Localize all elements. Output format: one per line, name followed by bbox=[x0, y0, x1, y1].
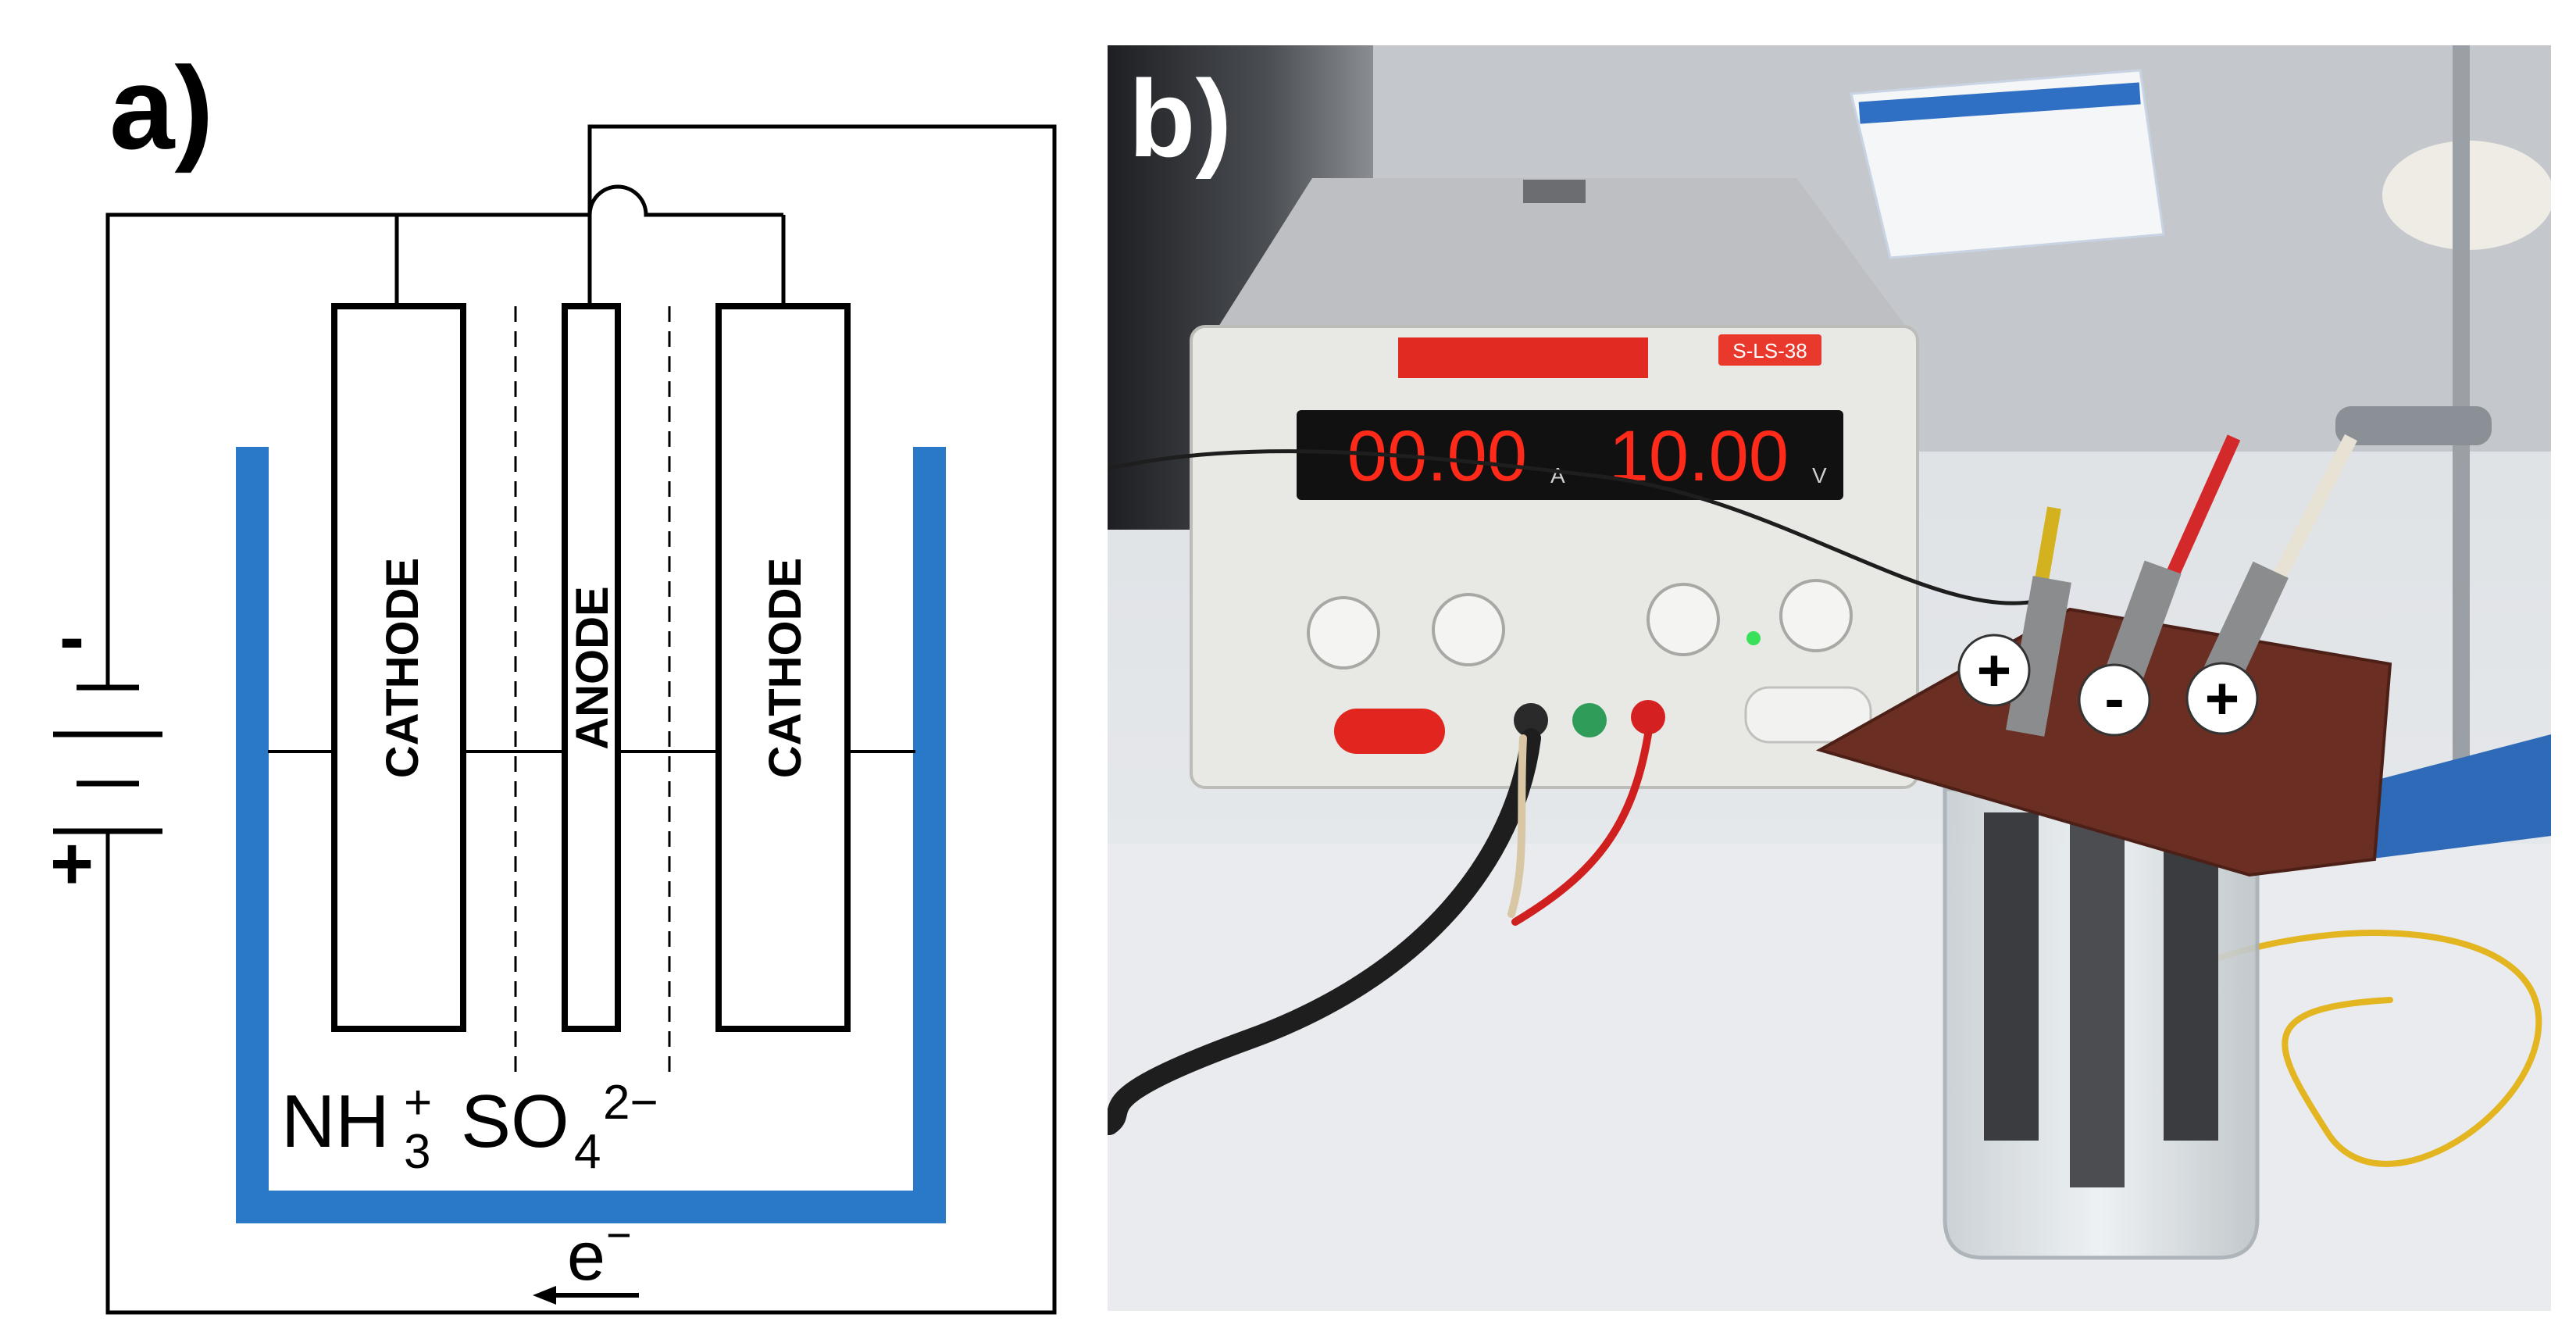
battery-positive-sign: + bbox=[50, 822, 94, 905]
nh-text: NH bbox=[281, 1080, 390, 1163]
background-cable bbox=[1108, 449, 2064, 605]
electrolyte-formula: NH 3 + SO 4 2− bbox=[281, 1076, 658, 1179]
supply-top-label bbox=[1523, 180, 1586, 203]
model-badge bbox=[1718, 334, 1821, 366]
supply-knobs bbox=[1307, 579, 1853, 670]
terminal-green bbox=[1572, 703, 1607, 737]
anode bbox=[562, 303, 621, 1032]
voltage-coarse-knob bbox=[1647, 583, 1720, 656]
so-subscript: 4 bbox=[574, 1125, 601, 1179]
nh-subscript: 3 bbox=[404, 1125, 430, 1179]
sign-marker-middle bbox=[2078, 663, 2151, 737]
anode-loop-wire bbox=[105, 124, 1057, 1315]
so-superscript: 2− bbox=[603, 1076, 658, 1130]
electrode-sign-markers: + - + bbox=[1957, 634, 2259, 737]
red-lead bbox=[1511, 730, 1652, 926]
so-text: SO bbox=[461, 1080, 569, 1163]
electron-charge: − bbox=[606, 1210, 632, 1259]
electrode-plate-middle bbox=[2070, 797, 2125, 1187]
electrode-plate-right bbox=[2164, 812, 2218, 1141]
electron-symbol: e bbox=[567, 1217, 605, 1294]
electron-flow: e − bbox=[533, 1210, 639, 1305]
voltage-fine-knob bbox=[1779, 579, 1853, 652]
tan-lead bbox=[1507, 734, 1527, 918]
electrode-label-cathode-left: CATHODE bbox=[377, 558, 428, 778]
supply-top bbox=[1218, 178, 1906, 327]
current-fine-knob bbox=[1432, 593, 1505, 666]
sign-marker-middle-text: - bbox=[2104, 666, 2124, 732]
sign-marker-right bbox=[2185, 662, 2259, 735]
supply-red-label bbox=[1398, 337, 1648, 378]
stand-rod bbox=[2453, 45, 2470, 764]
battery-negative-sign: - bbox=[59, 595, 84, 679]
model-badge-text: S-LS-38 bbox=[1732, 339, 1807, 362]
stand-clamp bbox=[2335, 406, 2492, 445]
bench-front bbox=[1108, 844, 2551, 1311]
panel-b-label: b) bbox=[1129, 57, 1232, 180]
sign-marker-right-text: + bbox=[2205, 666, 2239, 732]
schematic-panel: a) - + bbox=[50, 42, 1057, 1315]
voltage-readout: 10.00 bbox=[1609, 416, 1789, 496]
current-coarse-knob bbox=[1307, 596, 1380, 670]
current-readout: 00.00 bbox=[1347, 416, 1527, 496]
cathode-left bbox=[331, 303, 466, 1032]
power-button bbox=[1334, 709, 1445, 754]
yellow-cable bbox=[2207, 930, 2542, 1167]
box-blue-band bbox=[1858, 82, 2141, 124]
nh-superscript: + bbox=[404, 1076, 432, 1130]
black-cable bbox=[1108, 728, 1541, 1135]
power-supply: S-LS-38 00.00 A 10.00 V bbox=[1190, 178, 1919, 789]
terminal-black bbox=[1514, 703, 1548, 737]
voltage-unit: V bbox=[1812, 463, 1827, 487]
display-panel bbox=[1297, 410, 1843, 500]
beaker bbox=[1943, 787, 2260, 1260]
electrode-label-anode: ANODE bbox=[567, 586, 618, 749]
terminal-red bbox=[1631, 700, 1665, 734]
cables bbox=[1108, 449, 2542, 1167]
photo-panel: S-LS-38 00.00 A 10.00 V bbox=[1108, 45, 2551, 1311]
output-button bbox=[1744, 686, 1872, 744]
cathode-right bbox=[715, 303, 851, 1032]
panel-a-label: a) bbox=[109, 42, 213, 173]
electrode-label-cathode-right: CATHODE bbox=[760, 558, 811, 778]
sign-marker-left-text: + bbox=[1977, 637, 2011, 704]
sign-marker-left bbox=[1957, 634, 2031, 707]
electron-arrow-head bbox=[533, 1286, 556, 1305]
clip-left bbox=[2006, 576, 2071, 737]
electrode-plate-left bbox=[1984, 812, 2039, 1141]
electrolyte-container bbox=[236, 447, 946, 1223]
current-unit: A bbox=[1550, 463, 1565, 487]
battery: - + bbox=[50, 595, 162, 905]
power-led bbox=[1746, 631, 1761, 645]
